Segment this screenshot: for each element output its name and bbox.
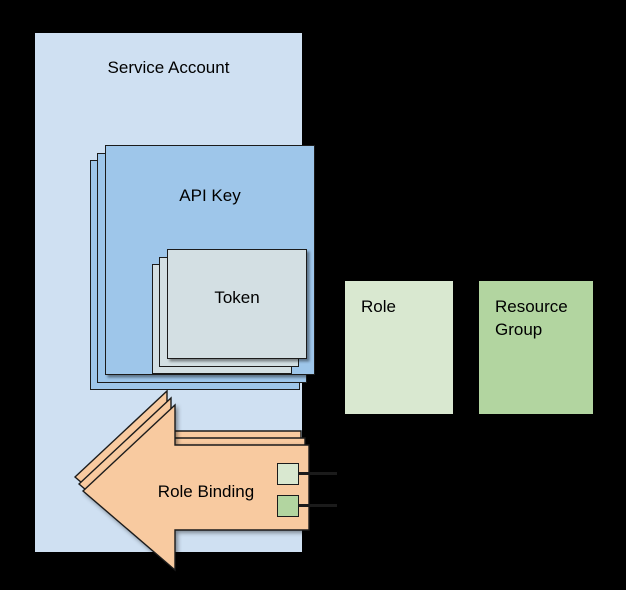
- service-account-title: Service Account: [107, 58, 230, 77]
- token-stack[interactable]: Token: [152, 249, 307, 374]
- connector-role-binding-to-resource-group: [298, 504, 337, 507]
- api-key-card-front[interactable]: API Key Token: [105, 145, 315, 375]
- role-binding-label: Role Binding: [157, 482, 255, 501]
- resource-group-port[interactable]: [277, 495, 299, 517]
- role-port[interactable]: [277, 463, 299, 485]
- token-card-front[interactable]: Token: [167, 249, 307, 359]
- api-key-label: API Key: [179, 186, 241, 205]
- token-label: Token: [214, 288, 260, 307]
- role-box[interactable]: Role: [345, 281, 453, 414]
- role-binding-arrow-front[interactable]: [81, 398, 323, 578]
- connector-role-binding-to-role: [298, 472, 337, 475]
- role-box-label: Role: [361, 297, 396, 316]
- service-account-container[interactable]: Service Account API Key Token: [35, 33, 337, 572]
- resource-group-box[interactable]: Resource Group: [479, 281, 593, 414]
- role-binding-stack[interactable]: Role Binding: [73, 389, 323, 578]
- resource-group-box-label: Resource Group: [495, 297, 568, 339]
- api-key-stack[interactable]: API Key Token: [90, 145, 315, 390]
